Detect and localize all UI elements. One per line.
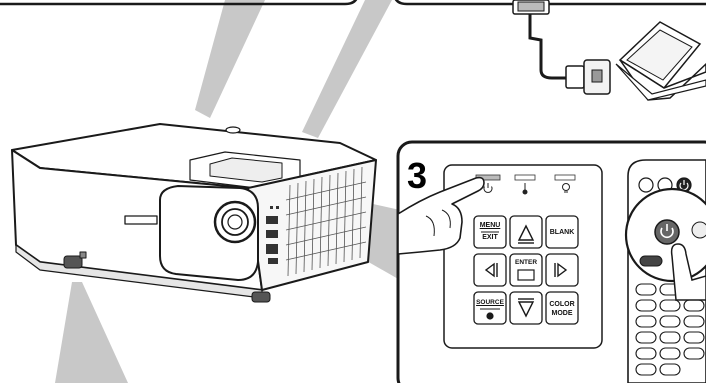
beam-to-bottom-panel — [55, 282, 128, 383]
menu-key-label: MENU — [478, 222, 502, 229]
temperature-led — [515, 175, 535, 180]
vga-cable — [530, 14, 566, 78]
projector — [12, 124, 376, 302]
color-mode-key — [546, 292, 578, 324]
source-key-label: SOURCE — [474, 300, 506, 307]
mode-key-label: MODE — [546, 310, 578, 317]
top-left-panel-frame — [0, 0, 358, 4]
help-icon — [486, 312, 493, 319]
lamp-led — [555, 175, 575, 180]
right-key — [546, 254, 578, 286]
step-number: 3 — [407, 158, 427, 194]
left-key — [474, 254, 506, 286]
laptop — [616, 22, 706, 100]
vga-cable-and-laptop — [513, 0, 706, 100]
enter-key-label: ENTER — [510, 260, 542, 267]
beam-from-top-left-panel — [195, 0, 265, 118]
top-right-panel-frame — [394, 0, 706, 4]
step-3-panel — [398, 142, 706, 383]
vga-connector-laptop-end — [566, 60, 610, 94]
blank-key-label: BLANK — [546, 229, 578, 236]
color-key-label: COLOR — [546, 301, 578, 308]
beam-from-top-right-panel — [302, 0, 392, 138]
exit-key-label: EXIT — [478, 234, 502, 241]
down-key — [510, 292, 542, 324]
remote-power-button — [655, 220, 679, 244]
remote-control — [626, 160, 706, 383]
